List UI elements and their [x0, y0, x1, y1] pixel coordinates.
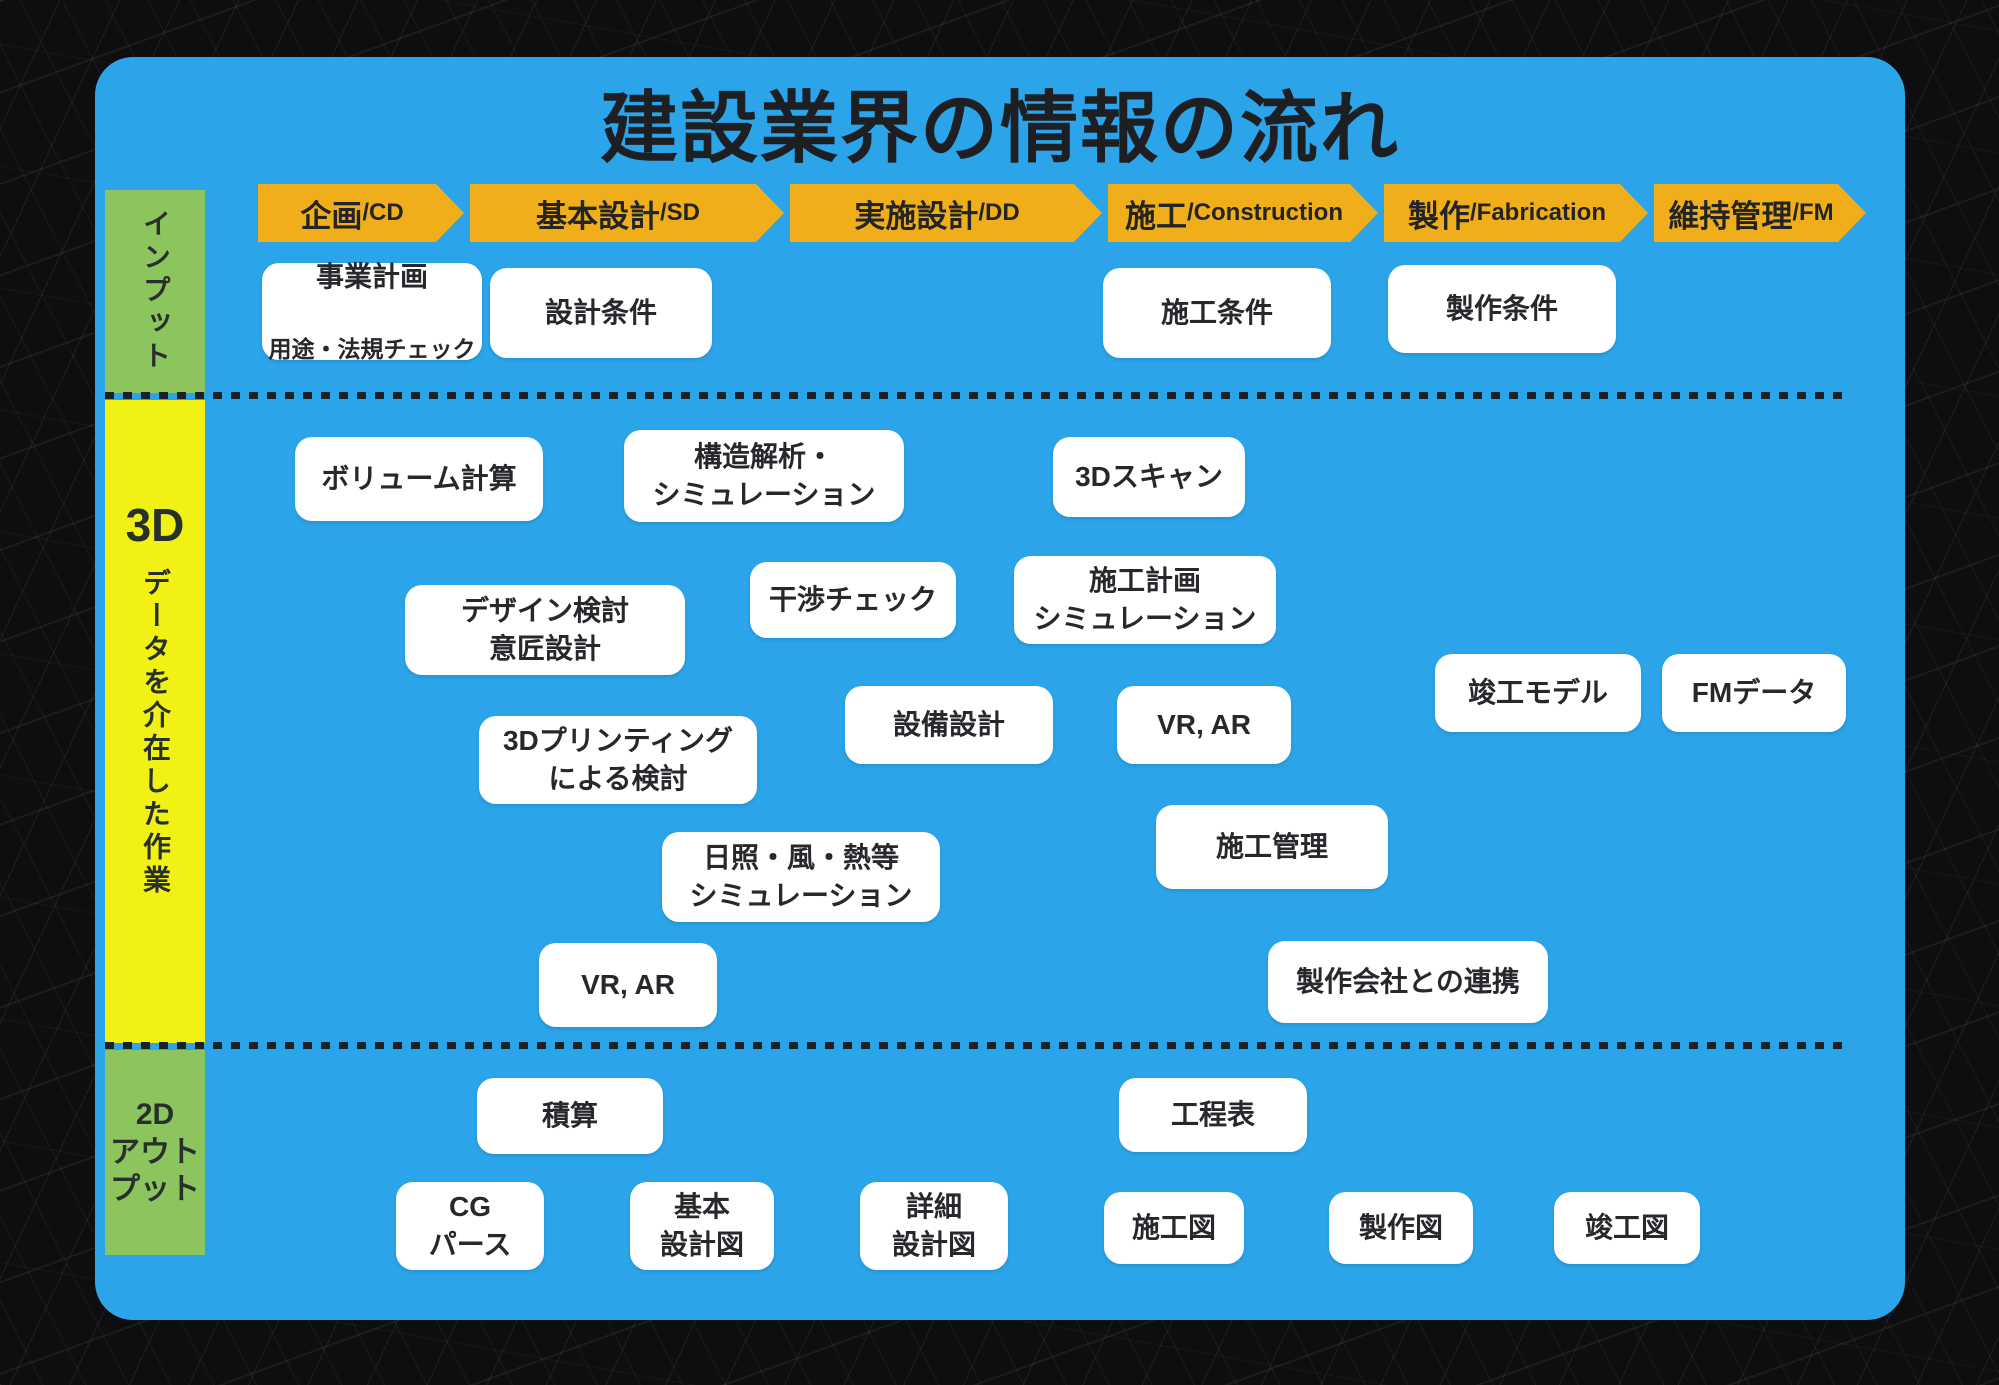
phase-label-jp: 企画 [300, 198, 363, 234]
phase-label-jp: 実施設計 [854, 198, 979, 234]
phase-arrow-detail-design: 実施設計/DD [790, 184, 1102, 242]
phase-label-en: /DD [978, 199, 1020, 226]
node-3d-printing-study: 3Dプリンティング による検討 [479, 716, 757, 804]
sidebar-2d-output-label: 2D アウト プット [110, 1098, 200, 1207]
phase-label-en: /Fabrication [1469, 199, 1607, 226]
node-fm-data: FMデータ [1662, 654, 1846, 732]
phase-label-en: /SD [659, 199, 700, 226]
phase-label-jp: 基本設計 [535, 198, 660, 234]
phase-label-en: /CD [362, 199, 404, 226]
phase-label-en: /FM [1792, 199, 1834, 226]
phase-label-jp: 施工 [1125, 198, 1187, 234]
node-construction-drawing: 施工図 [1104, 1192, 1244, 1264]
node-design-conditions: 設計条件 [490, 268, 712, 358]
sidebar-3d-work-label: データを介在した作業 [140, 568, 171, 898]
phase-label-jp: 製作 [1407, 198, 1470, 234]
node-fabrication-conditions: 製作条件 [1388, 265, 1616, 353]
sidebar-section-input: インプット [105, 190, 205, 393]
section-divider-bottom [105, 1042, 1850, 1049]
node-schedule: 工程表 [1119, 1078, 1307, 1152]
phase-arrow-construction: 施工/Construction [1108, 184, 1378, 242]
sidebar-input-label: インプット [140, 209, 171, 374]
page-title: 建設業界の情報の流れ [599, 84, 1400, 172]
node-cg-perspective: CG パース [396, 1182, 544, 1270]
node-vr-ar-1: VR, AR [1117, 686, 1291, 764]
sidebar-section-2d-output: 2D アウト プット [105, 1050, 205, 1255]
node-volume-calculation: ボリューム計算 [295, 437, 543, 521]
node-sunlight-wind-heat-simulation: 日照・風・熱等 シミュレーション [662, 832, 940, 922]
node-clash-check: 干渉チェック [750, 562, 956, 638]
node-cost-estimate: 積算 [477, 1078, 663, 1154]
sidebar-section-3d-work: 3D データを介在した作業 [105, 400, 205, 1043]
node-vr-ar-2: VR, AR [539, 943, 717, 1027]
node-fabricator-collaboration: 製作会社との連携 [1268, 941, 1548, 1023]
node-design-study: デザイン検討 意匠設計 [405, 585, 685, 675]
node-basic-design-drawing: 基本 設計図 [630, 1182, 774, 1270]
node-structural-analysis: 構造解析・ シミュレーション [624, 430, 904, 522]
node-mep-design: 設備設計 [845, 686, 1053, 764]
node-3d-scan: 3Dスキャン [1053, 437, 1245, 517]
node-construction-conditions: 施工条件 [1103, 268, 1331, 358]
sidebar-3d-label: 3D [125, 499, 185, 551]
phase-arrow-planning: 企画/CD [258, 184, 464, 242]
node-construction-management: 施工管理 [1156, 805, 1388, 889]
phase-arrow-fabrication: 製作/Fabrication [1384, 184, 1648, 242]
node-asbuilt-drawing: 竣工図 [1554, 1192, 1700, 1264]
phase-label-jp: 維持管理 [1668, 198, 1793, 234]
phase-arrow-maintenance: 維持管理/FM [1654, 184, 1866, 242]
section-divider-top [105, 392, 1850, 399]
phase-arrow-basic-design: 基本設計/SD [470, 184, 784, 242]
node-asbuilt-model: 竣工モデル [1435, 654, 1641, 732]
phase-label-en: /Construction [1187, 199, 1343, 226]
node-business-plan-line1: 事業計画 [315, 261, 428, 293]
node-fabrication-drawing: 製作図 [1329, 1192, 1473, 1264]
node-detail-design-drawing: 詳細 設計図 [860, 1182, 1008, 1270]
node-construction-plan-simulation: 施工計画 シミュレーション [1014, 556, 1276, 644]
node-business-plan: 事業計画 用途・法規チェック [262, 261, 482, 362]
node-business-plan-line2: 用途・法規チェック [268, 335, 476, 362]
